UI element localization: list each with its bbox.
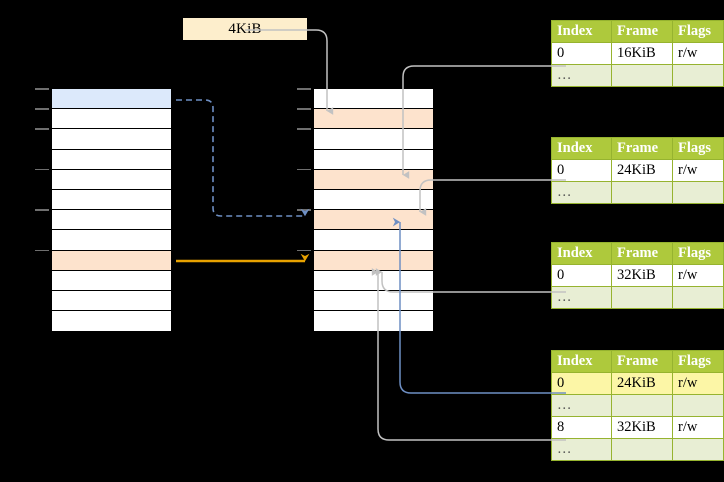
row-tick-mark [35, 168, 49, 171]
column-header-frame: Frame [611, 242, 673, 265]
table-cell: … [551, 286, 612, 309]
table-cell: … [551, 394, 612, 417]
table-cell: 24KiB [611, 372, 673, 395]
table-cell: r/w [672, 159, 724, 182]
table-cell [611, 394, 673, 417]
column-header-frame: Frame [611, 350, 673, 373]
row-tick-mark [35, 88, 49, 90]
table-cell: 8 [551, 416, 612, 439]
table-cell: r/w [672, 264, 724, 287]
column-header-frame: Frame [611, 137, 673, 160]
row-tick-mark [297, 249, 311, 252]
table-cell [672, 181, 724, 204]
table-cell: … [551, 181, 612, 204]
column-header-index: Index [551, 20, 612, 43]
table-cell: … [551, 64, 612, 87]
row-tick-mark [35, 249, 49, 252]
table-cell: 0 [551, 264, 612, 287]
table-row: … [551, 438, 724, 461]
table-cell [611, 181, 673, 204]
table-row: … [551, 394, 724, 417]
column-header-flags: Flags [672, 350, 724, 373]
table-cell [611, 64, 673, 87]
table-cell: 16KiB [611, 42, 673, 65]
table-cell: 0 [551, 42, 612, 65]
table-cell: 24KiB [611, 159, 673, 182]
table-cell [611, 438, 673, 461]
column-header-flags: Flags [672, 20, 724, 43]
row-tick-mark [35, 209, 49, 211]
virtual-address-space-row [51, 310, 172, 332]
column-header-index: Index [551, 350, 612, 373]
column-header-flags: Flags [672, 242, 724, 265]
table-cell [672, 64, 724, 87]
table-cell: 0 [551, 372, 612, 395]
table-cell: 0 [551, 159, 612, 182]
table-cell [672, 394, 724, 417]
column-header-index: Index [551, 242, 612, 265]
table-cell: … [551, 438, 612, 461]
table-cell: 32KiB [611, 416, 673, 439]
table-cell: r/w [672, 372, 724, 395]
table-cell [611, 286, 673, 309]
row-tick-mark [35, 108, 49, 110]
table-cell: r/w [672, 42, 724, 65]
table-cell: r/w [672, 416, 724, 439]
virtual-address-space-column [35, 88, 172, 332]
row-tick-mark [35, 128, 49, 130]
table-row: … [551, 64, 724, 87]
table-row: … [551, 181, 724, 204]
table-cell [672, 438, 724, 461]
column-header-flags: Flags [672, 137, 724, 160]
column-header-frame: Frame [611, 20, 673, 43]
table-cell [672, 286, 724, 309]
table-cell: 32KiB [611, 264, 673, 287]
column-header-index: Index [551, 137, 612, 160]
table-row: … [551, 286, 724, 309]
